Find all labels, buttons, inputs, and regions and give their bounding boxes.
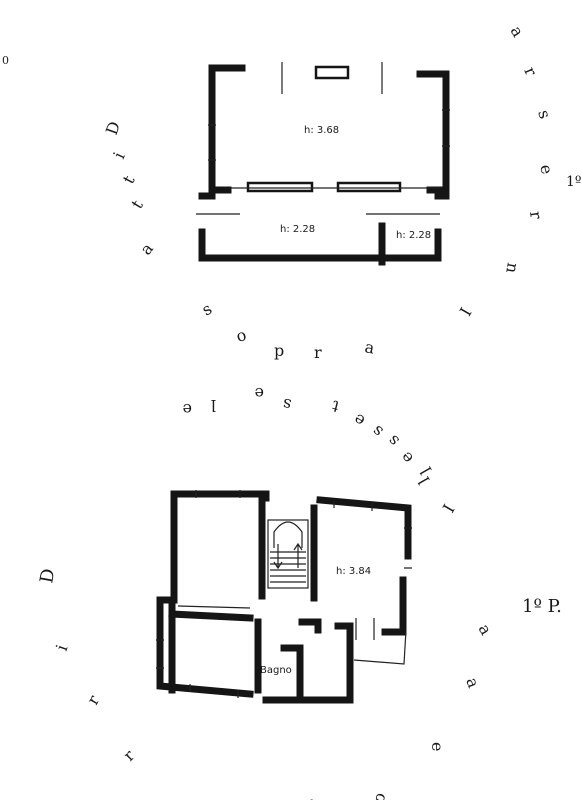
middle-glyph-s3: s [368, 422, 387, 442]
upper-arc-right-glyph-s: s [534, 107, 555, 121]
upper-arc-left-glyph-a: a [136, 239, 157, 259]
upper-arc-left-glyph-t1: t [119, 172, 139, 187]
upper-arc-left-glyph-d: D [102, 119, 124, 138]
upper-door-line [196, 62, 440, 215]
upper-arc-right-glyph-r1: r [520, 64, 541, 79]
middle-glyph-s2: s [281, 395, 292, 415]
upper-arc-marker: 1º [566, 174, 582, 190]
middle-glyph-o: o [234, 325, 248, 346]
stair-arrow-down [273, 544, 283, 570]
stair-outline [267, 519, 309, 589]
middle-glyph-l2: l [416, 464, 435, 478]
upper-arc-left-glyph-t2: t [127, 196, 147, 212]
middle-glyph-s4: s [384, 431, 403, 450]
room-label-strip: h: 2.28 [280, 224, 315, 235]
upper-window-1 [246, 181, 314, 193]
upper-arc-left-glyph-i: i [109, 149, 128, 161]
upper-arc-right-glyph-n: n [502, 261, 523, 274]
room-label-main: h: 3.68 [304, 125, 339, 136]
stair-arrow-up [293, 542, 303, 568]
lower-arc-glyph-a1: a [475, 621, 496, 639]
middle-glyph-r: r [314, 343, 322, 362]
upper-arc-right-glyph-i: I [455, 304, 475, 319]
room-label-large: h: 3.84 [336, 566, 371, 577]
lower-door-lines [177, 605, 375, 640]
room-label-strip-right: h: 2.28 [396, 230, 431, 241]
middle-glyph-e4: e [396, 448, 417, 467]
upper-arc-right-glyph-r2: r [526, 210, 546, 221]
lower-wall-mid [168, 610, 254, 622]
middle-glyph-t: t [329, 396, 341, 416]
corner-mark: 0 [2, 54, 9, 67]
lower-floor-plan: h: 3.84 Bagno [156, 490, 412, 704]
upper-wall-ticks [208, 109, 450, 161]
floor-label: 1º P. [522, 596, 562, 617]
lower-arc-glyph-o: o [371, 791, 392, 800]
middle-glyph-p: p [274, 341, 284, 360]
lower-window-ticks [156, 490, 412, 698]
middle-glyph-e: e [183, 400, 192, 419]
middle-glyph-s: s [199, 299, 216, 320]
upper-arc-right-glyph-a: a [507, 23, 528, 41]
upper-window-top [314, 65, 350, 80]
middle-glyph-i: I [439, 501, 459, 516]
lower-arc-glyph-e: e [428, 742, 447, 751]
room-label-bath: Bagno [260, 665, 292, 676]
balcony-outline [353, 629, 407, 665]
lower-wall-outer [156, 490, 412, 704]
middle-glyph-l1: l [211, 396, 216, 415]
middle-glyph-a: a [363, 337, 376, 357]
lower-arc-glyph-a3: a [303, 795, 324, 800]
lower-arc-glyph-i: i [52, 642, 72, 653]
upper-wall-right [416, 70, 450, 200]
lower-arc-glyph-a2: a [462, 675, 483, 691]
lower-wall-bath [254, 618, 304, 704]
upper-arc-right-glyph-e: e [536, 162, 557, 176]
stair-arch [273, 521, 303, 548]
lower-wall-small [298, 618, 322, 634]
lower-arc-glyph-r2: r [119, 746, 138, 765]
upper-window-2 [336, 181, 402, 193]
middle-glyph-e3: e [350, 410, 368, 431]
staircase [267, 519, 309, 589]
middle-glyph-e2: e [255, 384, 264, 403]
stair-treads [270, 551, 306, 583]
lower-arc-glyph-d: D [36, 567, 59, 585]
upper-floor-plan: h: 3.68 h: 2.28 h: 2.28 [196, 62, 450, 266]
lower-arc-glyph-r: r [83, 692, 103, 708]
